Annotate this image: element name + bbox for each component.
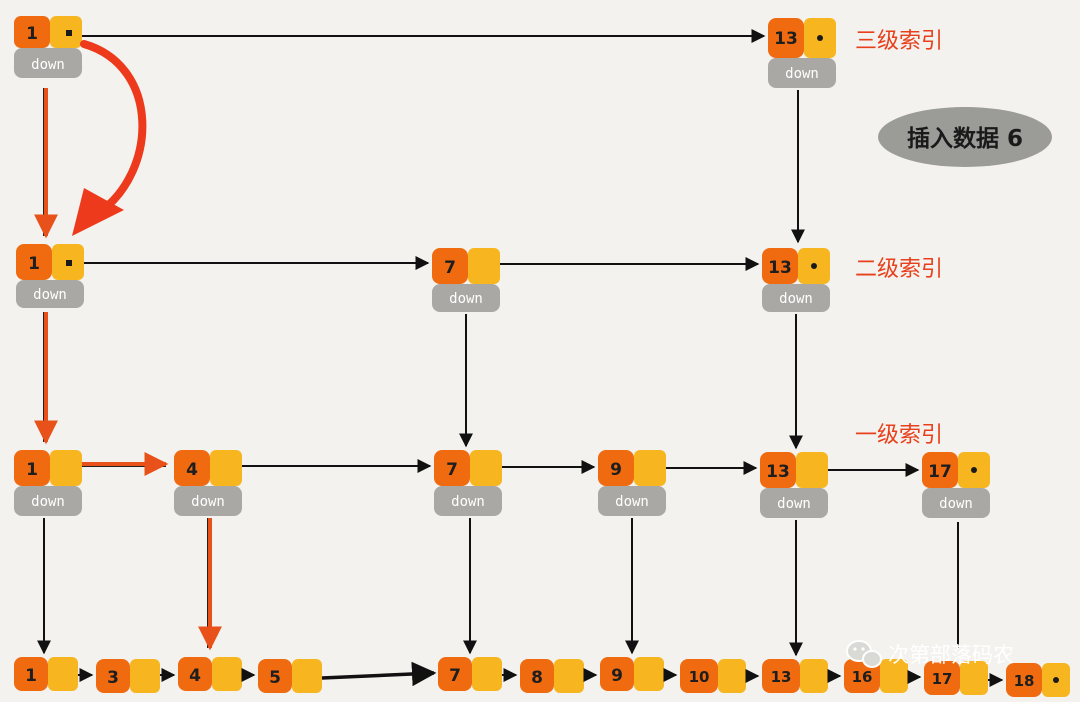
down-box [760, 488, 828, 518]
node-l1-4-value: 4 [186, 460, 198, 480]
down-label: down [31, 57, 65, 73]
node-base-16-value: 16 [852, 668, 873, 686]
down-label: down [191, 494, 225, 510]
curved-red-arrow [72, 40, 147, 236]
node-l1-9-value: 9 [610, 460, 622, 480]
down-box [922, 488, 990, 518]
down-label: down [777, 496, 811, 512]
node-l2-7-value: 7 [444, 258, 456, 278]
down-box [762, 284, 830, 312]
level2-label: 二级索引 [855, 257, 943, 282]
down-box [14, 486, 82, 516]
level3-row: 1 down 13 down 三级索引 [14, 16, 943, 88]
level1-row: 1 down 4 down 7 down 9 down [14, 423, 990, 518]
watermark: 次第部落码农 [846, 640, 1014, 668]
node-l1-1: 1 down [14, 450, 82, 516]
node-base-3-value: 3 [107, 668, 119, 688]
node-base-1: 1 [14, 657, 78, 691]
down-box [16, 280, 84, 308]
node-l2-13: 13 down [762, 248, 830, 312]
node-l3-13: 13 down [768, 18, 836, 88]
level3-label: 三级索引 [855, 29, 943, 54]
node-l1-9: 9 down [598, 450, 666, 516]
down-label: down [785, 66, 819, 82]
node-base-5-value: 5 [269, 668, 281, 688]
node-l3-1: 1 down [14, 16, 82, 78]
node-base-18-value: 18 [1014, 672, 1035, 690]
down-box [768, 58, 836, 88]
wechat-icon [846, 640, 882, 668]
down-box [434, 486, 502, 516]
node-l2-7: 7 down [432, 248, 500, 312]
down-box [598, 486, 666, 516]
down-label: down [779, 291, 813, 307]
node-base-4-value: 4 [189, 666, 201, 686]
node-base-7-value: 7 [449, 666, 461, 686]
node-base-17-value: 17 [932, 670, 953, 688]
node-base-17: 17 [924, 661, 988, 695]
down-label: down [33, 287, 67, 303]
node-base-13-value: 13 [771, 668, 792, 686]
title-bubble: 插入数据 6 [878, 107, 1052, 167]
down-label: down [615, 494, 649, 510]
node-base-4: 4 [178, 657, 242, 691]
diagram-title: 插入数据 6 [907, 126, 1023, 152]
node-base-1-value: 1 [25, 666, 37, 686]
down-box [174, 486, 242, 516]
node-base-8: 8 [520, 659, 584, 693]
level2-row: 1 down 7 down 13 down 二级索引 [16, 244, 943, 312]
down-box [432, 284, 500, 312]
node-l1-7-value: 7 [446, 460, 458, 480]
node-l1-17-value: 17 [928, 462, 952, 482]
node-l1-4: 4 down [174, 450, 242, 516]
node-base-5: 5 [258, 659, 322, 693]
down-label: down [449, 291, 483, 307]
node-base-9-value: 9 [611, 666, 623, 686]
node-l1-17: 17 down [922, 452, 990, 518]
node-base-10: 10 [680, 659, 746, 693]
down-label: down [31, 494, 65, 510]
search-path [34, 88, 222, 651]
down-label: down [451, 494, 485, 510]
node-l2-1-value: 1 [28, 254, 40, 274]
node-l2-13-value: 13 [768, 258, 792, 278]
node-l1-13: 13 down [760, 452, 828, 518]
node-l1-13-value: 13 [766, 462, 790, 482]
node-l1-7: 7 down [434, 450, 502, 516]
new-pointer-arrow [321, 661, 437, 687]
node-base-18: 18 [1006, 663, 1070, 697]
node-l2-1: 1 down [16, 244, 84, 308]
node-base-8-value: 8 [531, 668, 543, 688]
node-base-10-value: 10 [689, 668, 710, 686]
down-label: down [939, 496, 973, 512]
node-l3-13-value: 13 [774, 29, 798, 49]
node-base-3: 3 [96, 659, 160, 693]
down-pointers [37, 90, 959, 657]
node-base-13: 13 [762, 659, 828, 693]
down-box [14, 48, 82, 78]
node-base-7: 7 [438, 657, 502, 691]
node-l1-1-value: 1 [26, 460, 38, 480]
base-list-row: 1 3 4 5 7 8 9 [14, 657, 1070, 697]
node-base-9: 9 [600, 657, 664, 691]
level1-label: 一级索引 [855, 423, 943, 448]
watermark-text: 次第部落码农 [888, 643, 1014, 667]
node-l3-1-value: 1 [26, 24, 38, 44]
